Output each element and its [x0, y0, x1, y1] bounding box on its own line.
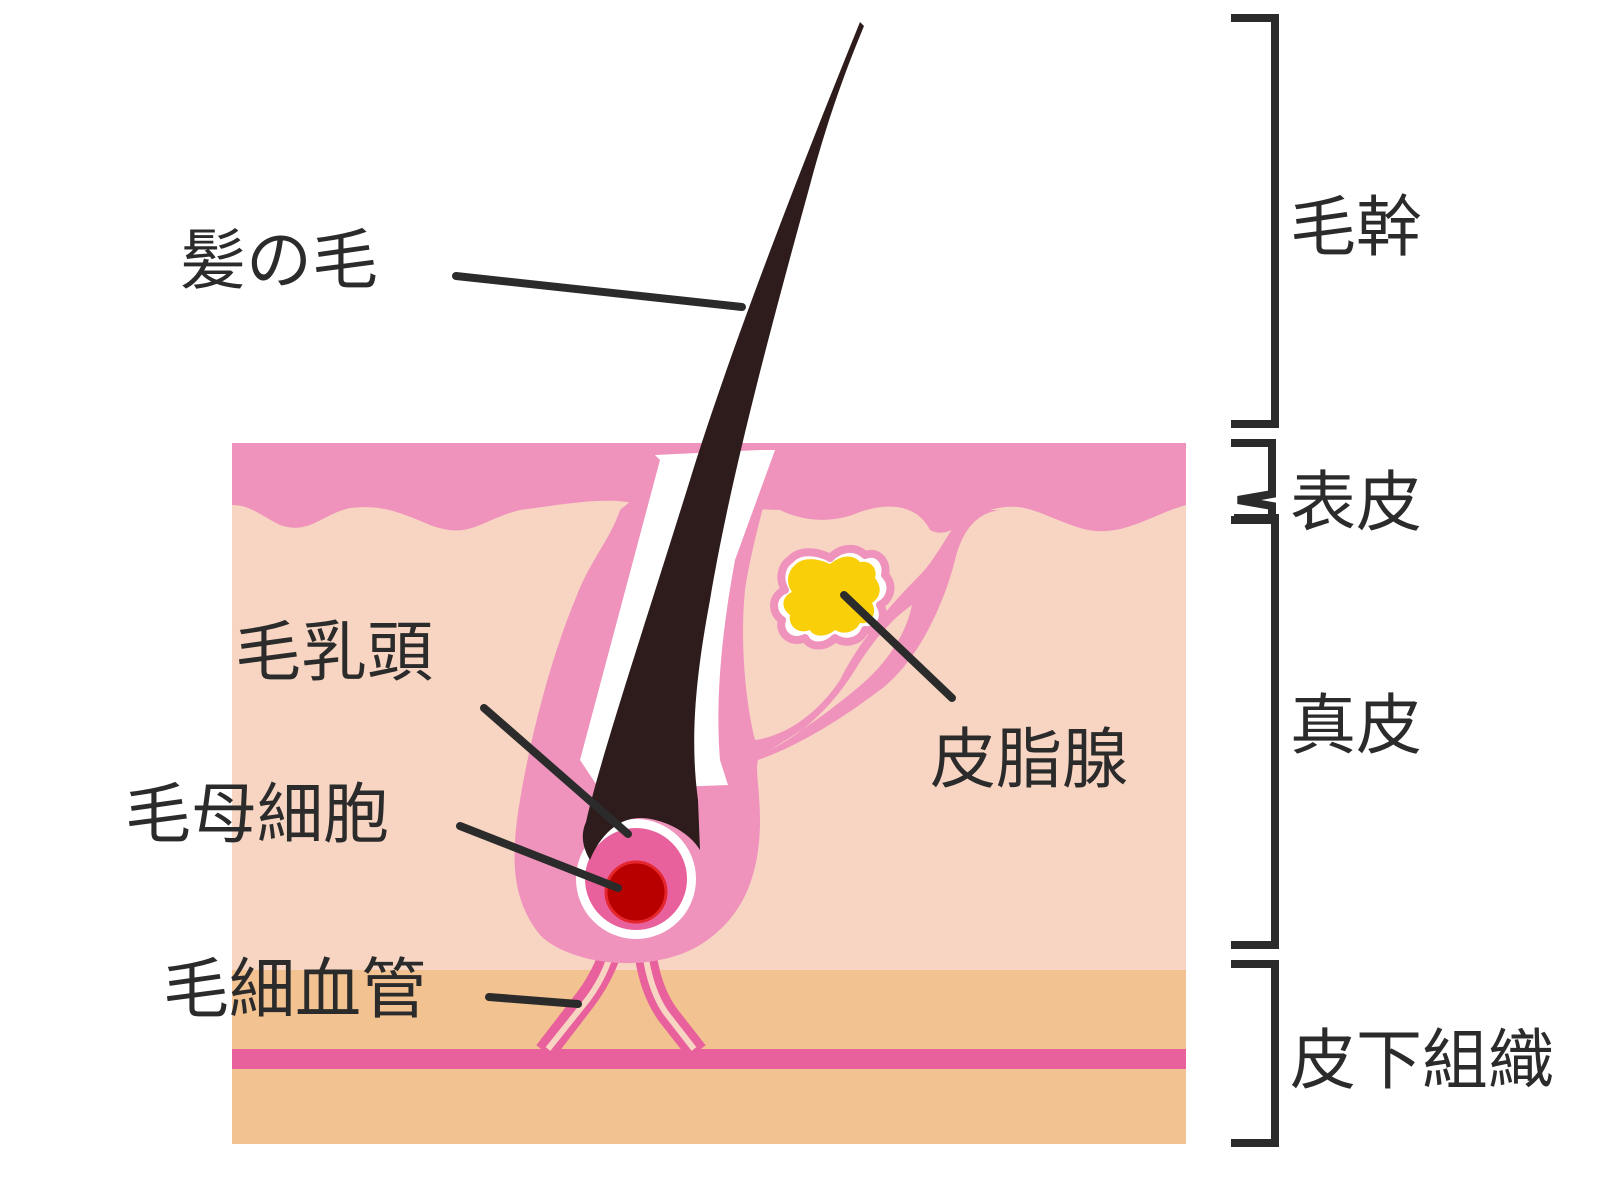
layer-label-hair-shaft: 毛幹	[1290, 189, 1422, 266]
bracket-dermis	[1231, 514, 1279, 949]
label-sebaceous-gland: 皮脂腺	[930, 721, 1128, 798]
sebaceous-gland	[783, 556, 880, 636]
label-dermal-papilla: 毛乳頭	[235, 614, 433, 691]
layer-label-dermis: 真皮	[1290, 687, 1422, 764]
label-hair-matrix-cells: 毛母細胞	[125, 776, 389, 853]
label-hair: 髪の毛	[180, 222, 378, 299]
leader-capillaries	[485, 993, 582, 1008]
leader-hair	[452, 272, 746, 311]
layer-label-epidermis: 表皮	[1290, 464, 1422, 541]
leader-sebaceous-gland	[840, 591, 956, 702]
label-capillaries: 毛細血管	[163, 951, 427, 1028]
bracket-subcutaneous	[1231, 960, 1279, 1147]
blood-vessel-band	[232, 1049, 1186, 1069]
bracket-hair-shaft	[1231, 14, 1279, 428]
hair-matrix-core	[604, 860, 668, 924]
hair-strand	[582, 22, 864, 860]
follicle-inner	[770, 605, 912, 750]
leader-hair-matrix	[456, 822, 622, 892]
bracket-epidermis	[1231, 439, 1276, 524]
leader-dermal-papilla	[480, 704, 632, 838]
layer-label-subcutaneous: 皮下組織	[1290, 1022, 1554, 1099]
